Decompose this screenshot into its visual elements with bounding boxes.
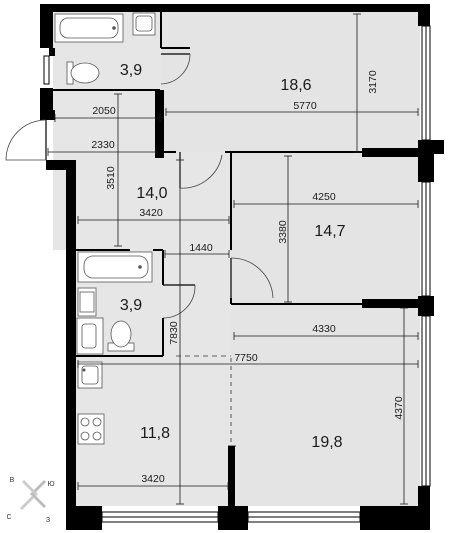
compass-east-label: В	[10, 477, 15, 484]
dim-top-bedroom-height: 3170	[367, 70, 379, 94]
compass-north-label: С	[6, 514, 11, 521]
cooktop-icon	[77, 413, 105, 445]
bathtub-icon	[77, 251, 153, 283]
partitions	[53, 12, 362, 357]
room-area-hallway: 14,0	[136, 185, 167, 202]
dim-corridor-width: 1440	[189, 242, 213, 254]
dim-hall-bottom-width: 3420	[139, 207, 163, 219]
dim-hall-top-width: 2050	[92, 105, 116, 117]
windows	[43, 25, 431, 523]
dim-living-height: 4370	[393, 396, 405, 420]
sink-icon	[76, 317, 104, 355]
dim-hall-height: 3510	[105, 166, 117, 190]
dim-kitchen-height: 7830	[168, 321, 180, 345]
room-area-living-room: 19,8	[311, 434, 342, 451]
room-area-kitchen: 11,8	[140, 425, 170, 442]
washing-machine-icon	[77, 287, 97, 317]
sink-icon	[132, 12, 156, 36]
dim-total-width: 7750	[234, 352, 258, 364]
compass-west-label: З	[46, 517, 50, 524]
room-area-bathroom-bottom: 3,9	[120, 297, 142, 314]
floor-fills	[53, 12, 420, 506]
toilet-icon	[66, 61, 100, 85]
compass-south-label: Ю	[47, 481, 54, 488]
bathtub-icon	[54, 13, 124, 43]
sink-icon	[77, 361, 103, 389]
dim-living-width: 4330	[312, 323, 336, 335]
dimension-lines	[47, 13, 419, 505]
toilet-icon	[107, 320, 135, 352]
dim-kitchen-width: 3420	[141, 473, 165, 485]
room-area-bedroom-middle: 14,7	[314, 223, 345, 240]
walls	[40, 4, 444, 530]
dim-hall-width: 2330	[91, 139, 115, 151]
compass-icon: В Ю С З	[6, 477, 54, 524]
room-area-bedroom-large: 18,6	[280, 77, 311, 94]
room-area-bathroom-top: 3,9	[120, 62, 142, 79]
dim-middle-bedroom-width: 4250	[312, 191, 336, 203]
dim-middle-bedroom-height: 3380	[277, 220, 289, 244]
dim-top-bedroom-width: 5770	[293, 100, 317, 112]
